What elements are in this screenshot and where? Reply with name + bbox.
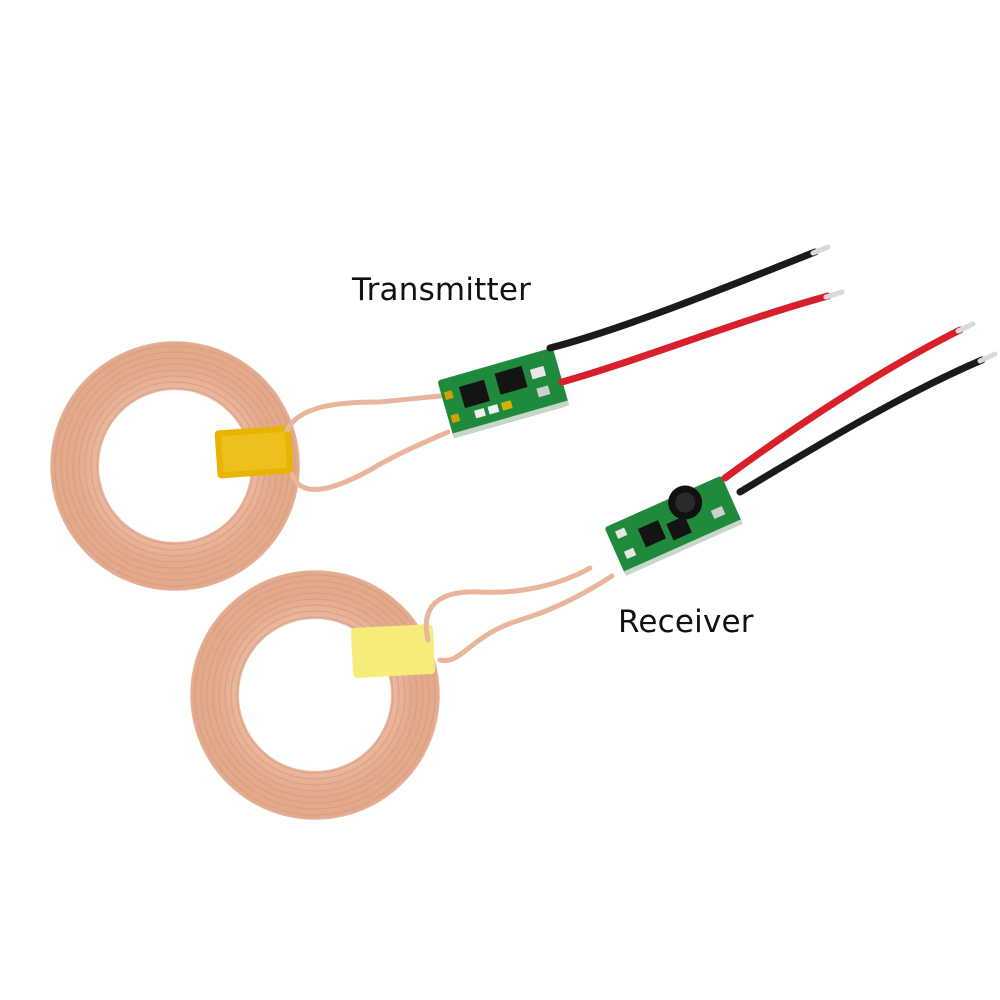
receiver-coil — [190, 570, 440, 820]
transmitter-label: Transmitter — [352, 272, 532, 308]
transmitter-coil — [50, 341, 300, 591]
receiver-tape — [350, 624, 436, 678]
receiver-pcb — [605, 476, 743, 576]
receiver-label: Receiver — [618, 604, 754, 640]
receiver-assembly — [190, 321, 998, 820]
receiver-black-wire — [736, 356, 986, 496]
transmitter-black-wire — [546, 248, 819, 352]
transmitter-assembly — [50, 244, 845, 591]
transmitter-red-wire — [558, 292, 832, 386]
receiver-red-wire — [721, 326, 964, 482]
transmitter-pcb — [438, 348, 570, 439]
